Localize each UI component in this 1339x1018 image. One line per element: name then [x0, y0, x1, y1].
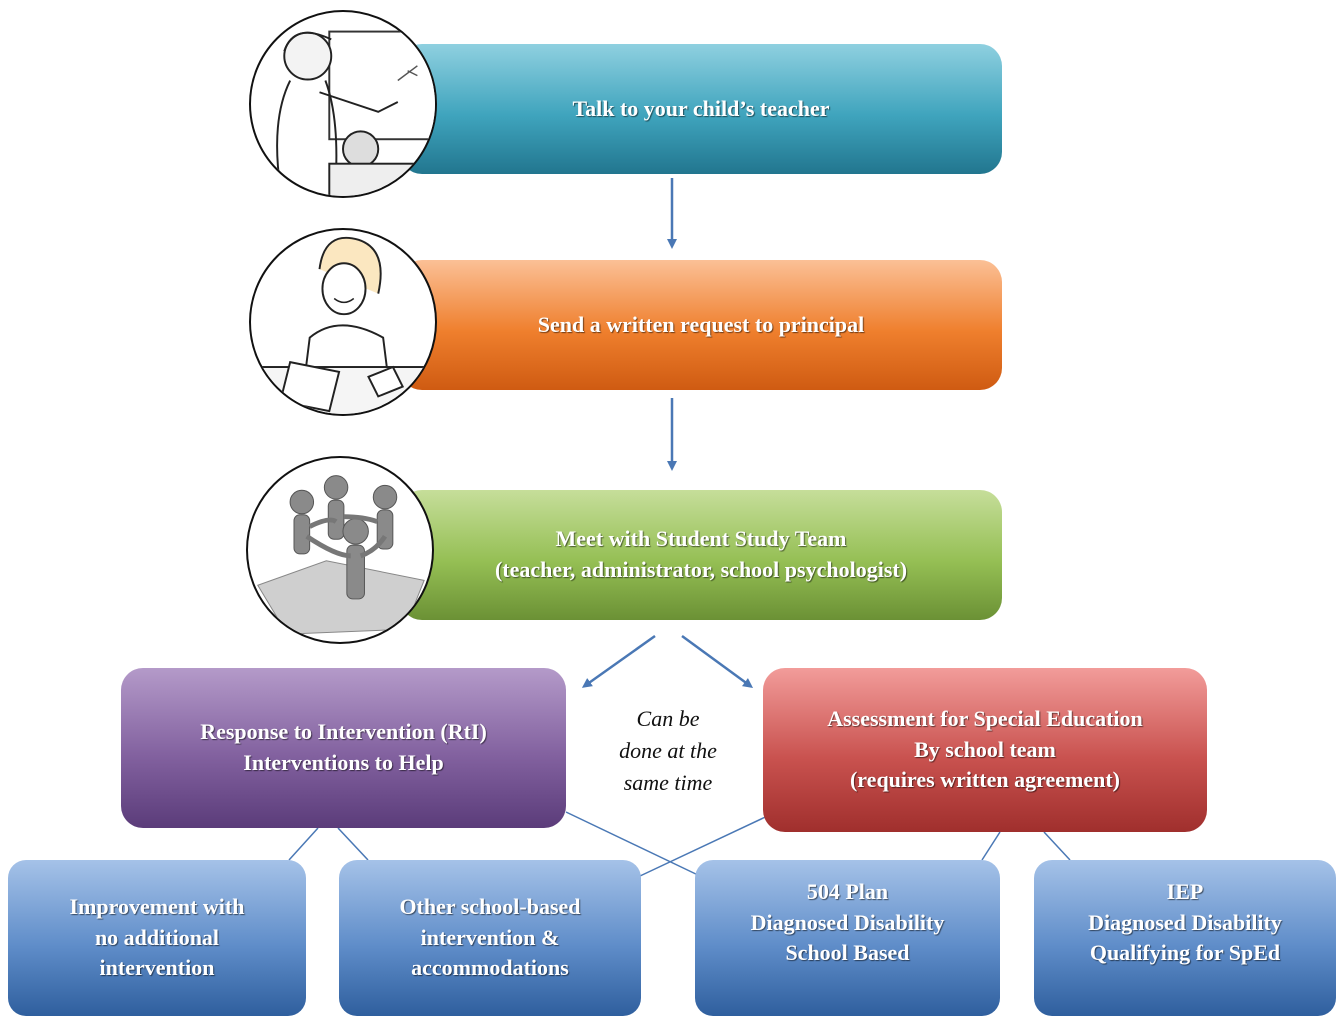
other-line2: intervention & — [420, 924, 560, 950]
improvement-line2: no additional — [94, 924, 220, 950]
step-talk-label: Talk to your child’s teacher — [572, 95, 830, 121]
branch-rti: Response to Intervention (RtI) Intervent… — [121, 668, 566, 828]
other-line1: Other school-based — [399, 894, 581, 920]
outcome-iep: IEP Diagnosed Disability Qualifying for … — [1034, 860, 1336, 1016]
arrow-meet-to-assessment — [681, 634, 754, 688]
branch-assessment: Assessment for Special Education By scho… — [763, 668, 1207, 832]
connector-rti-504 — [565, 811, 701, 877]
plan504-line3: School Based — [785, 940, 910, 966]
note-line1: Can be — [636, 706, 700, 731]
step-request-label: Send a written request to principal — [537, 311, 865, 337]
rti-line1: Response to Intervention (RtI) — [200, 719, 487, 745]
connector-rti-improvement — [288, 827, 319, 861]
iep-line2: Diagnosed Disability — [1088, 909, 1282, 935]
step-meet-line2: (teacher, administrator, school psycholo… — [494, 557, 908, 582]
assessment-line1: Assessment for Special Education — [827, 705, 1143, 731]
person-writing-icon — [249, 228, 437, 416]
step-meet-line1: Meet with Student Study Team — [555, 526, 847, 552]
note-line2: done at the — [619, 737, 717, 763]
other-line3: accommodations — [411, 955, 569, 981]
plan504-line2: Diagnosed Disability — [750, 909, 945, 935]
rti-line2: Interventions to Help — [243, 750, 444, 775]
connector-assessment-iep — [1043, 831, 1071, 861]
connector-assessment-504 — [981, 831, 1001, 861]
outcome-improvement: Improvement with no additional intervent… — [8, 860, 306, 1016]
step-student-study-team: Meet with Student Study Team (teacher, a… — [400, 490, 1002, 620]
step-talk-to-teacher: Talk to your child’s teacher — [400, 44, 1002, 174]
iep-line3: Qualifying for SpEd — [1089, 940, 1281, 966]
assessment-line2: By school team — [914, 736, 1056, 762]
plan504-line1: 504 Plan — [806, 879, 889, 905]
iep-line1: IEP — [1166, 879, 1204, 905]
improvement-line1: Improvement with — [69, 894, 245, 920]
improvement-line3: intervention — [99, 955, 215, 981]
assessment-line3: (requires written agreement) — [849, 767, 1121, 793]
teacher-pointing-icon — [249, 10, 437, 198]
step-written-request: Send a written request to principal — [400, 260, 1002, 390]
simultaneous-note: Can be done at the same time — [596, 703, 740, 799]
team-circle-icon — [246, 456, 434, 644]
note-line3: same time — [623, 769, 713, 795]
arrow-meet-to-rti — [581, 634, 656, 688]
connector-rti-other — [337, 827, 369, 861]
outcome-other-intervention: Other school-based intervention & accomm… — [339, 860, 641, 1016]
outcome-504-plan: 504 Plan Diagnosed Disability School Bas… — [695, 860, 1000, 1016]
connector-assessment-other — [639, 811, 777, 877]
